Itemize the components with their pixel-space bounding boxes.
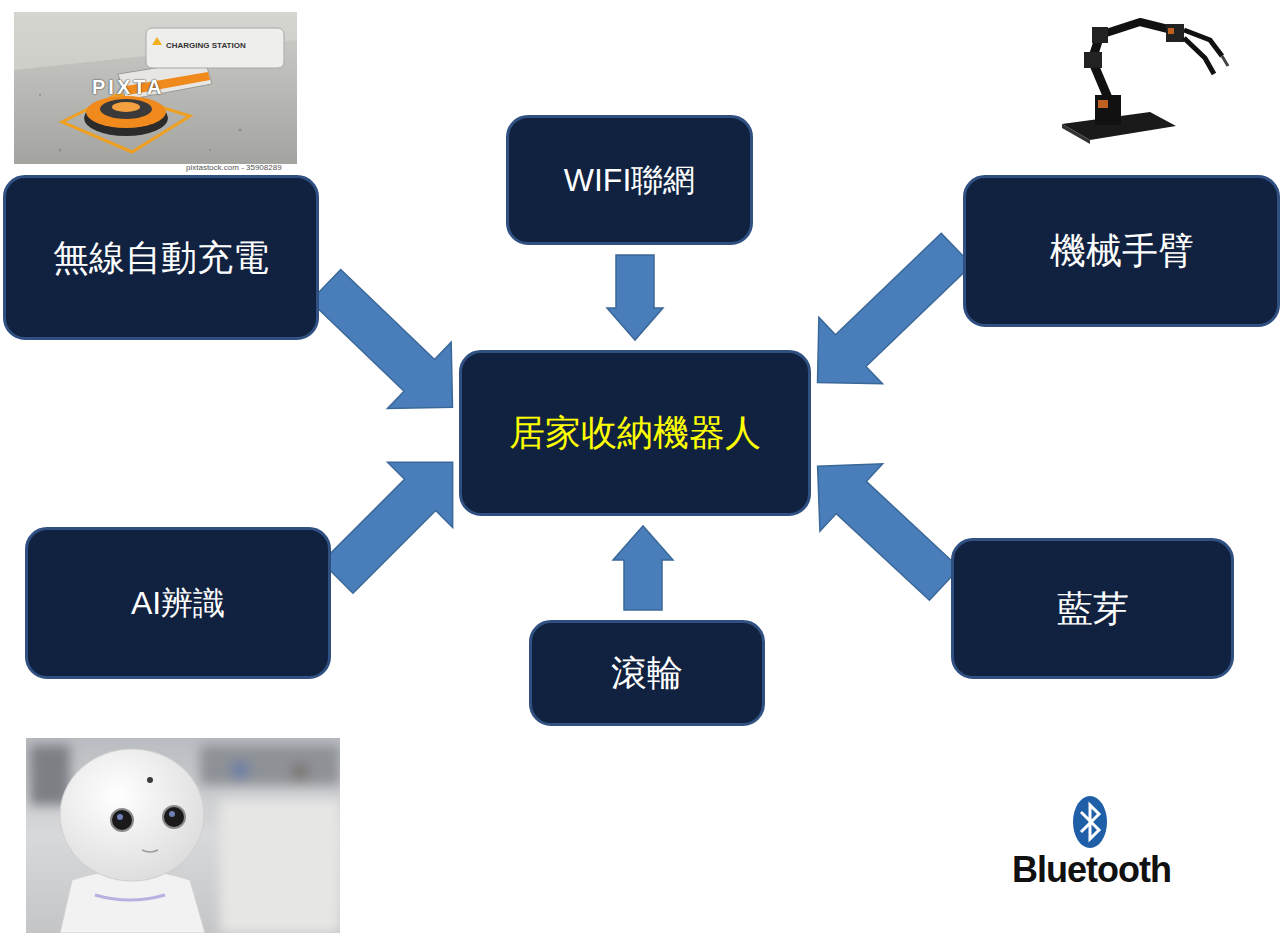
- box-label: AI辨識: [131, 584, 225, 622]
- charging-station-photo-part: [239, 129, 242, 132]
- box-label: 居家收納機器人: [509, 411, 761, 454]
- box-label: WIFI聯網: [564, 161, 696, 199]
- robot-arm-picture-part: [1168, 28, 1174, 34]
- feature-box: 滾輪: [529, 620, 765, 726]
- charging-station-photo-part: [112, 102, 140, 112]
- charging-station-photo-part: [59, 149, 62, 152]
- robot-photo-part: [26, 738, 340, 933]
- block-arrow: [817, 233, 971, 383]
- charging-station-photo-part: [100, 99, 152, 119]
- robot-arm-picture-part: [1098, 100, 1108, 108]
- feature-box: 無線自動充電: [3, 175, 319, 340]
- robot-photo-part: [220, 800, 340, 933]
- bluetooth-logo: [1073, 796, 1107, 848]
- block-arrow: [322, 462, 453, 593]
- charging-station-photo-part: [146, 28, 284, 68]
- photo-text: PIXTA: [92, 76, 164, 98]
- robot-photo-part: [163, 806, 185, 828]
- block-arrow: [607, 255, 663, 340]
- robot-arm-picture-part: [1095, 95, 1121, 125]
- robot-photo-part: [111, 809, 133, 831]
- feature-box: WIFI聯網: [506, 115, 753, 245]
- charging-station-photo-part: [209, 149, 211, 151]
- robot-photo-part: [200, 745, 340, 785]
- charging-station-photo-part: [14, 12, 297, 164]
- feature-box: 機械手臂: [963, 175, 1280, 327]
- central-box: 居家收納機器人: [459, 350, 811, 516]
- photo-text: pixtastock.com - 35908289: [186, 164, 282, 173]
- robot-photo-part: [142, 850, 158, 852]
- robot-photo-part: [231, 761, 249, 779]
- charging-station-photo-part: [39, 94, 41, 96]
- box-label: 機械手臂: [1050, 229, 1194, 272]
- box-label: 藍芽: [1057, 587, 1129, 630]
- block-arrow: [310, 269, 452, 408]
- charging-station-photo-part: [86, 96, 166, 128]
- robot-arm-picture-part: [1062, 124, 1090, 144]
- robot-arm-picture-part: [1166, 24, 1184, 42]
- robot-photo-part: [117, 814, 123, 820]
- robot-arm-picture-part: [1084, 52, 1102, 68]
- box-label: 無線自動充電: [53, 236, 269, 279]
- robot-arm-picture-part: [1222, 56, 1228, 66]
- robot-arm-picture: [1062, 22, 1228, 144]
- feature-box: AI辨識: [25, 527, 331, 679]
- robot-photo-part: [95, 895, 165, 900]
- block-arrow: [818, 464, 960, 600]
- bluetooth-logo-part: [1081, 805, 1099, 839]
- robot-photo-part: [169, 811, 175, 817]
- charging-station-photo-part: [62, 94, 190, 152]
- robot-arm-picture-part: [1184, 38, 1214, 74]
- charging-station-photo-part: [14, 12, 297, 70]
- robot-arm-picture-part: [1092, 27, 1108, 43]
- robot-photo-part: [60, 749, 204, 881]
- block-arrow: [613, 526, 673, 610]
- bluetooth-logo-part: [1073, 796, 1107, 848]
- robot-photo: [26, 738, 340, 933]
- box-label: 滾輪: [611, 651, 683, 694]
- robot-photo-part: [147, 777, 153, 783]
- logo-wordmark: Bluetooth: [1012, 850, 1171, 890]
- charging-station-photo-part: [152, 37, 162, 45]
- charging-station-photo: [14, 12, 297, 164]
- feature-box: 藍芽: [951, 538, 1234, 679]
- robot-photo-part: [292, 764, 308, 780]
- robot-arm-picture-part: [1100, 22, 1172, 35]
- photo-text: CHARGING STATION: [166, 42, 246, 51]
- robot-photo-part: [30, 745, 340, 933]
